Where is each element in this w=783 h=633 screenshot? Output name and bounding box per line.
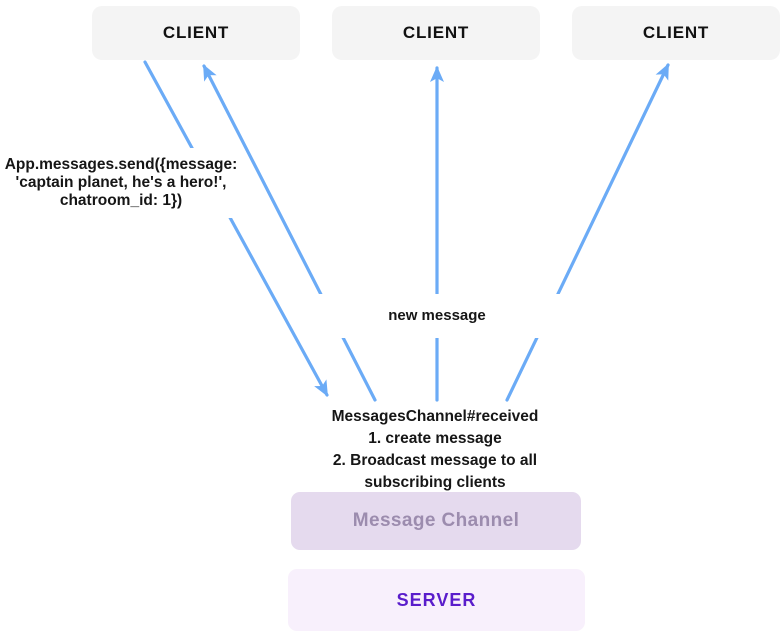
server-box: SERVER xyxy=(288,569,585,631)
new-message-label: new message xyxy=(313,294,561,338)
message-channel-box: Message Channel xyxy=(291,492,581,550)
message-channel-label: Message Channel xyxy=(352,510,520,531)
client-box-1: CLIENT xyxy=(92,6,300,60)
channel-behavior-line-2: 1. create message xyxy=(368,430,502,447)
send-code-line-3: chatroom_id: 1}) xyxy=(59,192,183,209)
client-box-3: CLIENT xyxy=(572,6,780,60)
client-1-label: CLIENT xyxy=(162,23,230,42)
send-code-line-1: App.messages.send({message: xyxy=(4,156,238,173)
arrow-client1-to-channel xyxy=(143,60,329,397)
channel-behavior-line-4: subscribing clients xyxy=(364,474,506,491)
client-box-2: CLIENT xyxy=(332,6,540,60)
server-label: SERVER xyxy=(396,589,477,610)
send-code-line-2: 'captain planet, he's a hero!', xyxy=(15,174,227,191)
channel-behavior-label: MessagesChannel#received 1. create messa… xyxy=(305,405,565,495)
channel-behavior-line-1: MessagesChannel#received xyxy=(331,408,539,425)
arrow-channel-to-client1 xyxy=(202,64,377,402)
client-3-label: CLIENT xyxy=(642,23,710,42)
send-code-label: App.messages.send({message: 'captain pla… xyxy=(2,148,240,218)
client-2-label: CLIENT xyxy=(402,23,470,42)
arrow-channel-to-client3 xyxy=(505,63,670,402)
new-message-text: new message xyxy=(388,307,486,324)
channel-behavior-line-3: 2. Broadcast message to all xyxy=(332,452,538,469)
